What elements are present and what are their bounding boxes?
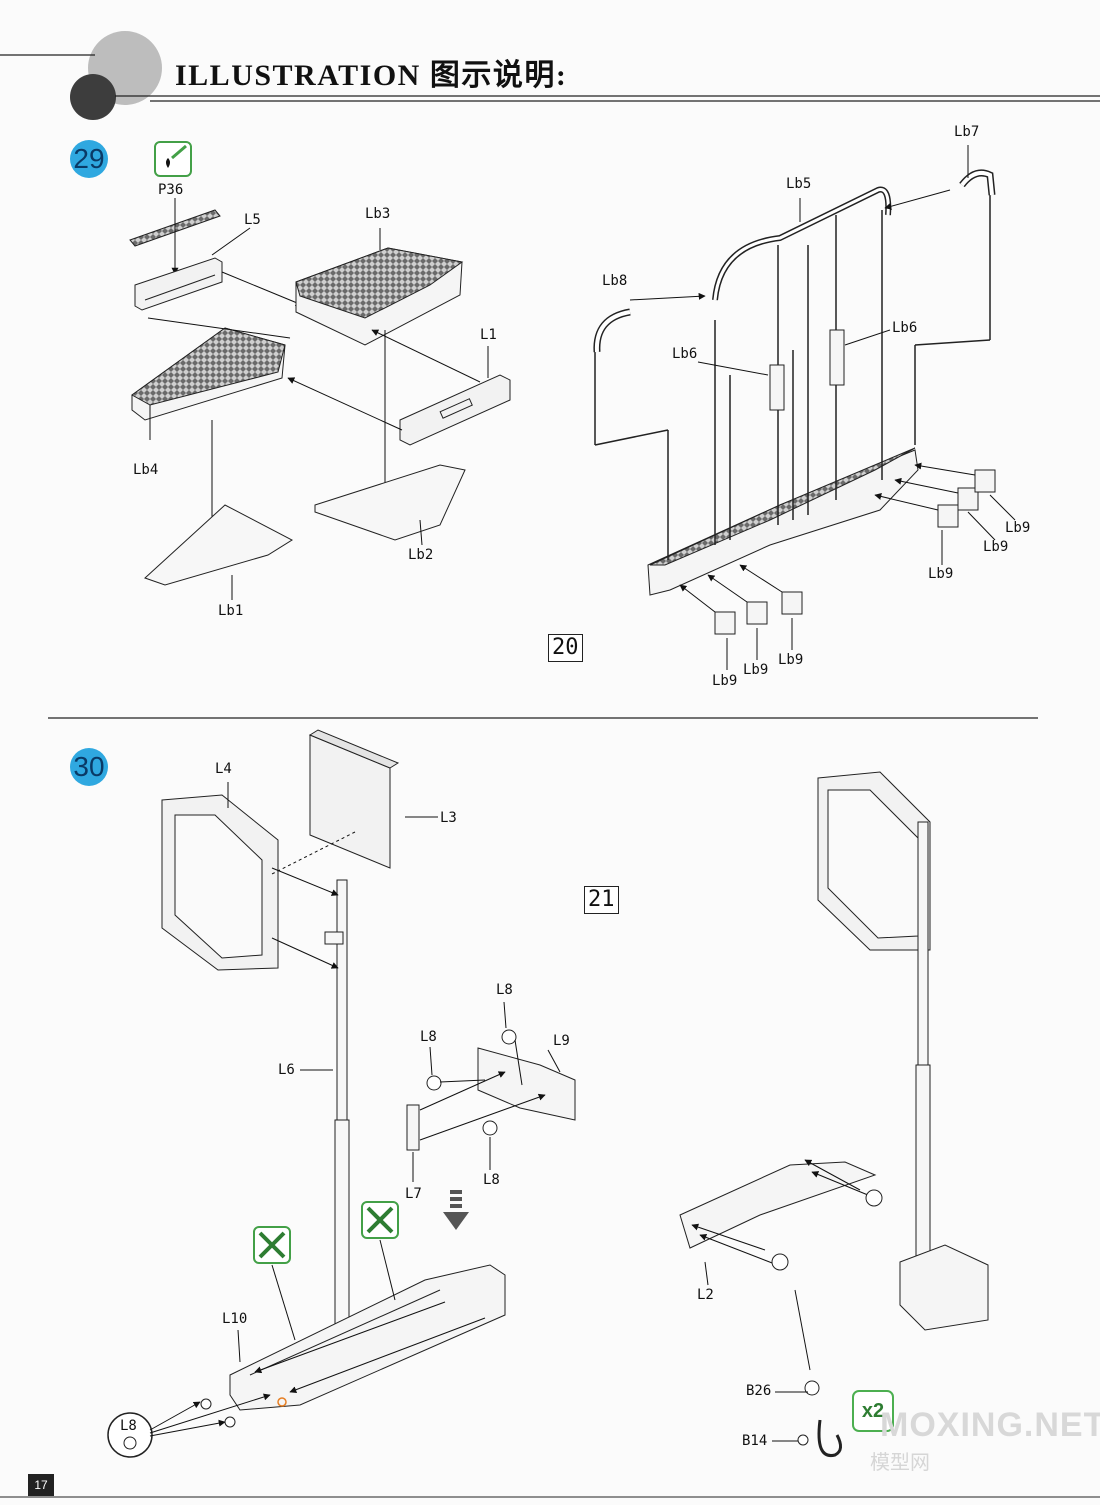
label-lb2: Lb2 xyxy=(408,547,434,563)
label-lb4: Lb4 xyxy=(133,462,159,478)
label-lb7: Lb7 xyxy=(954,124,980,140)
label-lb5: Lb5 xyxy=(786,176,812,192)
leader-lb6-left xyxy=(697,361,769,376)
label-l6: L6 xyxy=(278,1062,295,1078)
arrow-lb8 xyxy=(629,292,706,301)
part-base-assembled xyxy=(899,1244,989,1331)
label-l7: L7 xyxy=(405,1186,422,1202)
step-30-page-box: 21 xyxy=(584,886,619,914)
arrow-l1-lb3 xyxy=(371,329,481,383)
leader-l5 xyxy=(211,227,251,256)
label-l10: L10 xyxy=(222,1311,248,1327)
watermark-cn: 模型网 xyxy=(870,1450,930,1474)
part-lb1 xyxy=(144,504,294,586)
label-l1: L1 xyxy=(480,327,497,343)
part-lb5-rail xyxy=(712,186,892,301)
label-l8-3: L8 xyxy=(483,1172,500,1188)
part-l10-base xyxy=(229,1264,506,1411)
arrow-l10-left xyxy=(254,1301,446,1374)
part-l8-wheels xyxy=(426,1029,517,1136)
l8-callout-wheel-icon xyxy=(123,1436,137,1450)
arrows-lb9 xyxy=(679,462,1016,670)
arrow-l10-right xyxy=(289,1317,486,1394)
arrows-l8-callout xyxy=(149,1393,271,1437)
part-lb3-mesh-top xyxy=(295,247,464,319)
part-hooks-assembled xyxy=(771,1189,883,1458)
label-l8-callout: L8 xyxy=(120,1418,137,1434)
part-l7 xyxy=(406,1104,420,1151)
part-l5 xyxy=(134,257,223,311)
label-lb6-right: Lb6 xyxy=(892,320,918,336)
label-l4: L4 xyxy=(215,761,232,777)
leader-l2 xyxy=(704,1261,709,1286)
label-lb6-left: Lb6 xyxy=(672,346,698,362)
label-l8-1: L8 xyxy=(420,1029,437,1045)
part-l2-frame xyxy=(679,1161,877,1249)
watermark: MOXING.NET xyxy=(880,1406,1100,1444)
part-lb9-blocks xyxy=(714,469,996,635)
label-lb9-3: Lb9 xyxy=(928,566,954,582)
arrow-l1-lb4 xyxy=(287,377,403,431)
arrow-l4-l6-top xyxy=(271,867,339,896)
part-l1 xyxy=(399,374,511,446)
label-l9: L9 xyxy=(553,1033,570,1049)
page-title: ILLUSTRATION 图示说明: xyxy=(175,59,568,92)
label-lb3: Lb3 xyxy=(365,206,391,222)
part-lb4-mesh-top xyxy=(131,327,286,406)
part-boat-base xyxy=(647,449,919,596)
label-lb1: Lb1 xyxy=(218,603,244,619)
arrow-lb7 xyxy=(884,189,951,210)
arrow-l5-lb3 xyxy=(221,271,303,306)
label-l8-2: L8 xyxy=(496,982,513,998)
part-lb6-left xyxy=(769,364,785,411)
arrows-l7-l9 xyxy=(412,1001,561,1182)
part-lb7 xyxy=(959,169,996,196)
part-boat-mesh-deck xyxy=(649,447,916,566)
leader-l10 xyxy=(237,1329,241,1363)
header-circle-dark xyxy=(70,74,116,120)
arrow-l4-l6-bottom xyxy=(271,937,339,969)
label-l5: L5 xyxy=(244,212,261,228)
leader-lb6-right xyxy=(844,329,891,346)
label-l3: L3 xyxy=(440,810,457,826)
part-l9 xyxy=(477,1047,576,1121)
label-p36: P36 xyxy=(158,182,184,198)
label-lb8: Lb8 xyxy=(602,273,628,289)
label-b26: B26 xyxy=(746,1383,772,1399)
no-glue-icon-left xyxy=(253,1226,291,1264)
part-lb2 xyxy=(314,464,466,541)
no-glue-icon-right xyxy=(361,1201,399,1239)
step-29-page-box: 20 xyxy=(548,634,583,662)
label-lb9-1: Lb9 xyxy=(1005,520,1031,536)
page-number: 17 xyxy=(28,1474,54,1496)
leader-lb2 xyxy=(419,519,423,546)
l8-callout-circle xyxy=(107,1412,153,1458)
label-l2: L2 xyxy=(697,1287,714,1303)
quantity-x2-badge: x2 xyxy=(852,1390,894,1432)
label-lb9-5: Lb9 xyxy=(743,662,769,678)
part-l6-pole-assembled xyxy=(917,821,929,1073)
step-29-badge: 29 xyxy=(70,140,108,178)
label-lb9-6: Lb9 xyxy=(712,673,738,689)
part-railing-posts xyxy=(594,195,991,560)
step-30-badge: 30 xyxy=(70,748,108,786)
label-b14: B14 xyxy=(742,1433,768,1449)
label-lb9-2: Lb9 xyxy=(983,539,1009,555)
label-lb9-4: Lb9 xyxy=(778,652,804,668)
down-arrow-icon xyxy=(443,1190,469,1230)
part-lb6-right xyxy=(829,329,845,386)
glue-drop-icon xyxy=(166,158,170,168)
